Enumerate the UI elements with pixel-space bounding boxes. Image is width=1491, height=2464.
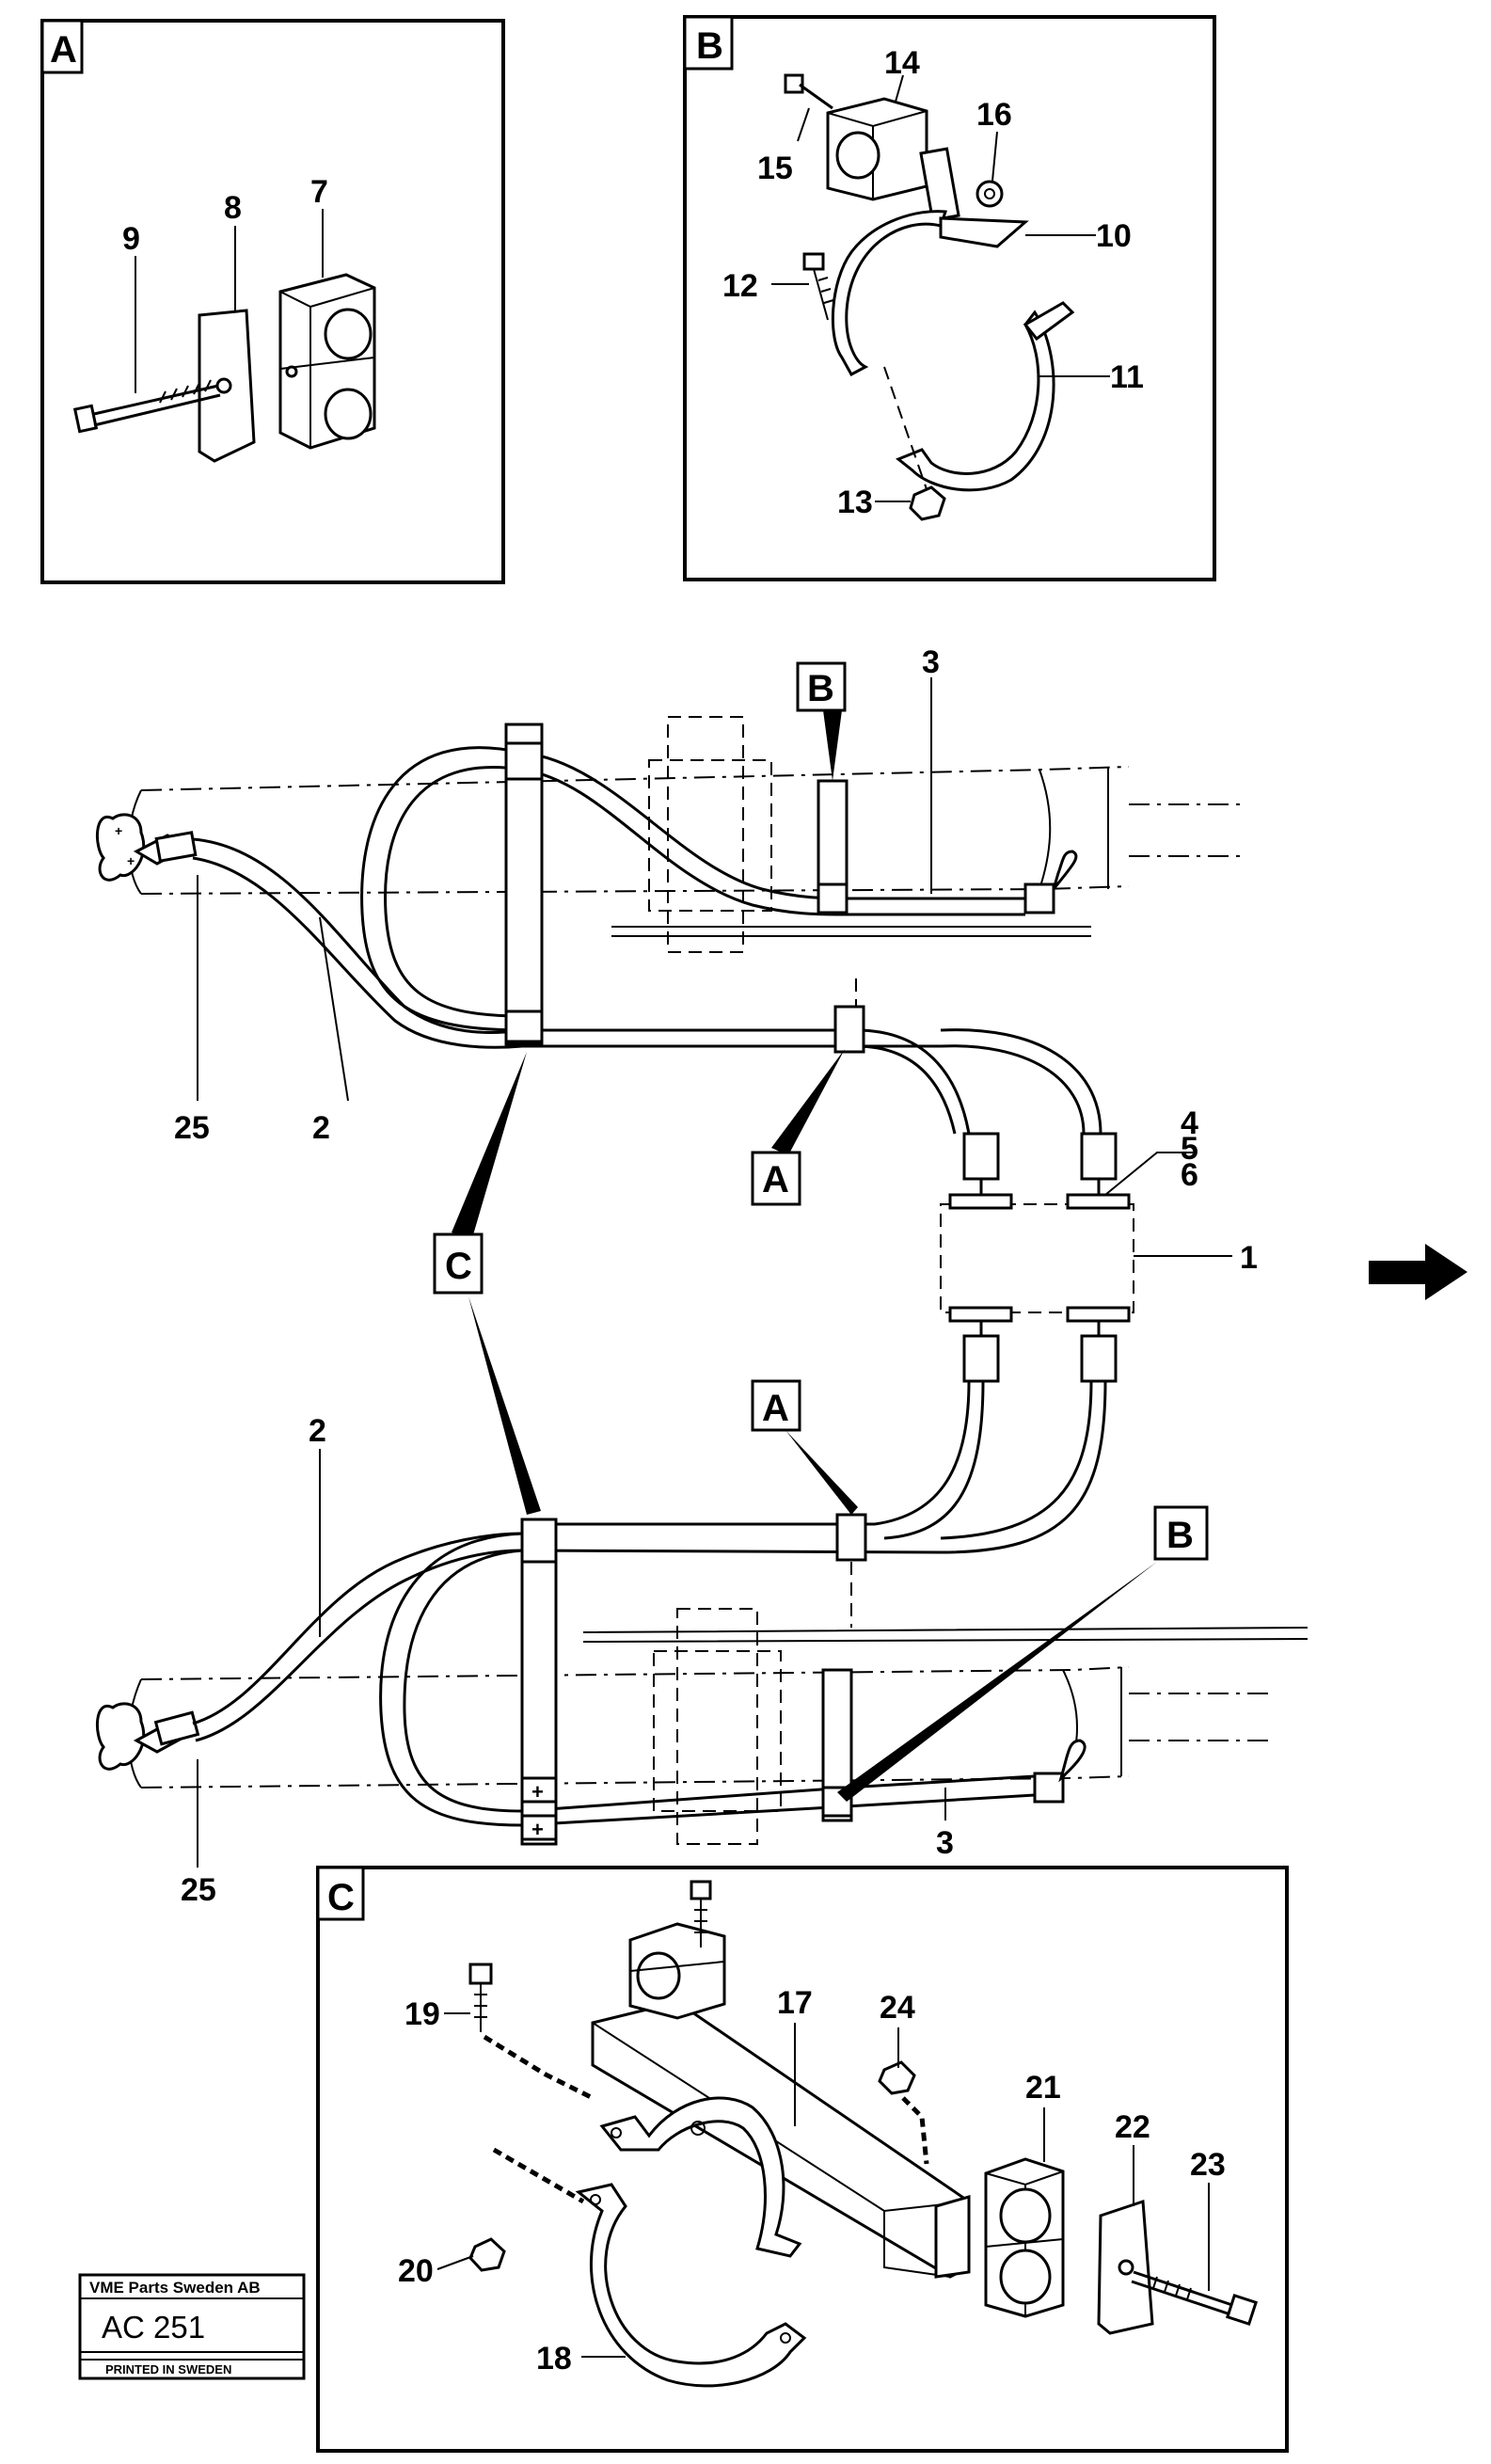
bolt-icon: [468, 1963, 493, 2032]
junction-box-icon: [940, 1132, 1134, 1383]
part-label-5: 5: [1181, 1131, 1198, 1167]
clamp-block-icon: [826, 97, 928, 201]
terminal-plus: +: [115, 823, 122, 838]
part-label-12: 12: [722, 268, 758, 304]
part-label-24: 24: [880, 1990, 915, 2026]
terminal-plus: +: [531, 1780, 544, 1804]
pipe-strap-icon: [831, 147, 1029, 377]
part-label-18: 18: [536, 2341, 572, 2377]
lower-frame: [127, 1608, 1309, 1845]
detail-box-b: B: [683, 15, 1216, 581]
upper-frame: [127, 716, 1242, 953]
detail-c-tag: C: [327, 1877, 355, 1918]
battery-terminal-icon: + +: [95, 813, 146, 882]
bolt-icon: [802, 252, 834, 321]
detail-box-c: C: [316, 1866, 1289, 2453]
nut-icon: [878, 2060, 916, 2095]
detail-a-tag: A: [50, 29, 77, 71]
part-label-17: 17: [777, 1985, 813, 2021]
callout-tag-b: B: [1166, 1515, 1194, 1556]
part-label-2: 2: [309, 1413, 326, 1449]
part-label-7: 7: [310, 174, 328, 210]
nut-icon: [468, 2237, 506, 2272]
clamp-block-icon: [628, 1922, 726, 2020]
pipe-strap-icon: [575, 2183, 807, 2388]
callout-tag-b: B: [807, 668, 834, 709]
part-label-16: 16: [976, 97, 1012, 133]
part-label-9: 9: [122, 221, 140, 257]
detail-b-tag: B: [696, 25, 723, 67]
stamp-printed: PRINTED IN SWEDEN: [105, 2362, 231, 2377]
mounting-beam-icon: [591, 2000, 971, 2279]
part-label-14: 14: [884, 45, 920, 81]
bolt-icon: [72, 365, 298, 434]
part-label-25: 25: [181, 1872, 216, 1908]
clamp-block-icon: [984, 2157, 1065, 2318]
part-label-21: 21: [1025, 2070, 1061, 2106]
pipe-strap-icon: [599, 2096, 802, 2258]
battery-terminal-icon: [95, 1702, 146, 1771]
clamp-plate-icon: [1097, 2199, 1154, 2335]
terminal-plus: +: [127, 853, 135, 868]
part-label-19: 19: [404, 1996, 440, 2032]
nut-icon: [909, 485, 946, 521]
callout-tag-c: C: [445, 1246, 472, 1287]
bolt-icon: [690, 1880, 712, 1947]
clamp-block-icon: [278, 273, 376, 450]
part-label-20: 20: [398, 2253, 434, 2289]
bolt-icon: [784, 73, 833, 110]
part-label-4: 4: [1181, 1105, 1198, 1141]
part-label-13: 13: [837, 485, 873, 520]
part-label-8: 8: [224, 190, 242, 226]
nut-icon: [975, 180, 1004, 208]
part-label-1: 1: [1240, 1240, 1258, 1276]
cable-clamp-icon: [833, 1005, 865, 1054]
detail-box-a: A 9 8 7: [40, 19, 505, 584]
part-label-22: 22: [1115, 2109, 1150, 2145]
right-arrow-icon: [1369, 1244, 1467, 1300]
part-label-3: 3: [936, 1825, 954, 1861]
part-label-23: 23: [1190, 2147, 1226, 2183]
terminal-plus: +: [531, 1818, 544, 1841]
bolt-icon: [1131, 2270, 1259, 2327]
part-label-15: 15: [757, 151, 793, 186]
clamp-plate-icon: [198, 309, 256, 463]
cable-clamp-icon: [835, 1513, 867, 1562]
document-stamp: VME Parts Sweden AB AC 251 PRINTED IN SW…: [78, 2273, 306, 2380]
part-label-3: 3: [922, 644, 940, 680]
part-label-25: 25: [174, 1110, 210, 1146]
callout-tag-a: A: [762, 1388, 789, 1429]
part-label-10: 10: [1096, 218, 1132, 254]
stamp-company: VME Parts Sweden AB: [89, 2279, 261, 2297]
part-label-6: 6: [1181, 1157, 1198, 1193]
part-label-2: 2: [312, 1110, 330, 1146]
pipe-strap-icon: [896, 301, 1075, 492]
part-label-11: 11: [1110, 359, 1144, 395]
stamp-code: AC 251: [102, 2310, 205, 2345]
main-assembly-view: + +: [95, 644, 1309, 1908]
callout-tag-a: A: [762, 1159, 789, 1200]
